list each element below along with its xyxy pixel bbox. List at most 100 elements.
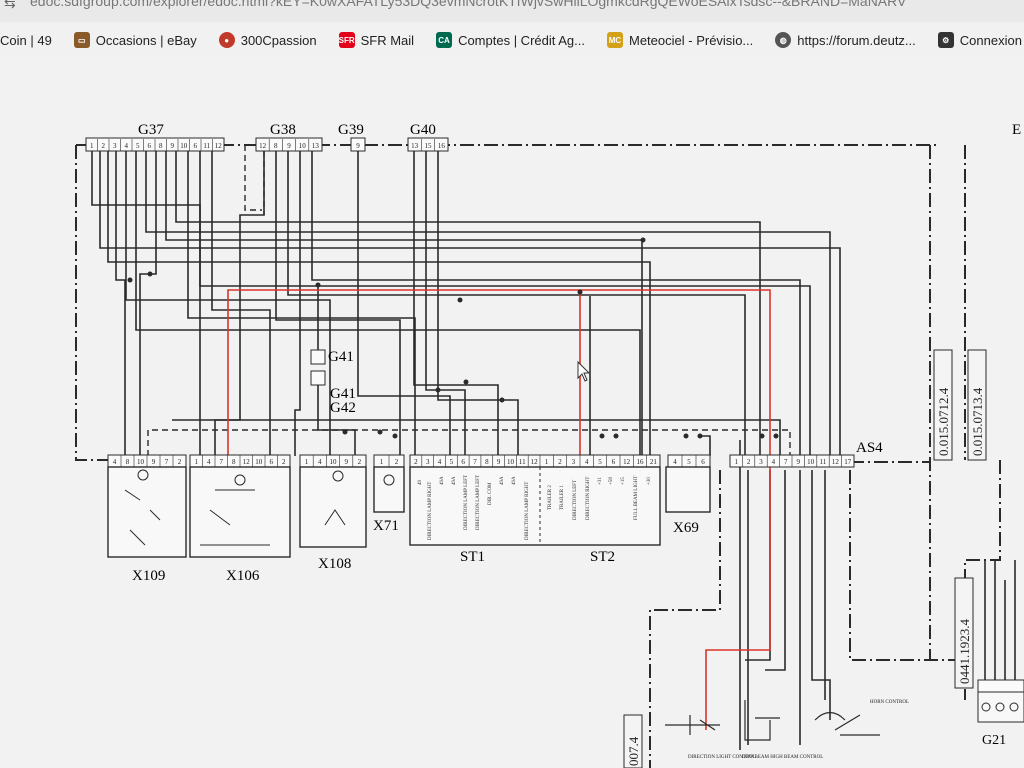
g38-pin: 10 [299, 142, 307, 150]
g37-pin: 6 [148, 142, 152, 150]
reference-numbers: 0.015.0712.4 0.015.0713.4 0441.1923.4 00… [623, 349, 987, 768]
bookmark-label: Meteociel - Prévisio... [629, 32, 754, 48]
x71-pin: 1 [380, 458, 384, 466]
connector-g38: G38 [255, 122, 323, 152]
x106-pin: 2 [282, 458, 286, 466]
g37-pin: 2 [102, 142, 106, 150]
right-edge-label: E [1012, 122, 1021, 138]
ref-number: 0.015.0713.4 [970, 387, 985, 456]
bookmark-forum-deutz[interactable]: ◍ https://forum.deutz... [775, 32, 916, 48]
g40-pin: 16 [438, 142, 446, 150]
st2-pin-label: DIRECTION LEFT [573, 480, 578, 520]
st1-pin-label: DIRECTION LAMP LEFT [464, 475, 469, 530]
g37-pin: 5 [136, 142, 140, 150]
ref-number: 007.4 [626, 736, 641, 766]
st1-pin: 7 [473, 458, 477, 466]
st1-pin: 6 [461, 458, 465, 466]
as4-pin: 12 [832, 458, 840, 466]
module-label: X109 [132, 568, 165, 584]
g37-pin: 4 [125, 142, 129, 150]
g37-pin: 3 [113, 142, 117, 150]
x109-pin: 4 [113, 458, 117, 466]
x108-pin: 10 [330, 458, 338, 466]
bookmark-300cpassion[interactable]: ● 300Cpassion [218, 32, 317, 48]
module-label: X106 [226, 568, 260, 584]
module-label: X108 [318, 556, 351, 572]
st1-pin-label: 49 [418, 480, 423, 486]
connexion-icon: ⚙ [937, 32, 954, 48]
bookmark-meteociel[interactable]: MC Meteociel - Prévisio... [607, 32, 753, 48]
st2-label: ST2 [590, 549, 615, 565]
g42-label: G42 [330, 400, 356, 416]
as4-pin: 17 [844, 458, 852, 466]
as4-pin: 3 [759, 458, 763, 466]
bottom-label-horn: HORN CONTROL [870, 700, 909, 705]
connector-g21: G21 [977, 679, 1024, 748]
x108-pin: 2 [358, 458, 362, 466]
g40-pin: 13 [411, 142, 419, 150]
st2-pin-label: +15 [621, 477, 626, 485]
300c-icon: ● [218, 32, 235, 48]
bookmark-credit-agricole[interactable]: CA Comptes | Crédit Ag... [436, 32, 585, 48]
as4-pin: 4 [772, 458, 776, 466]
st1-pin-label: 49A [500, 476, 505, 485]
url-text: edoc.sdfgroup.com/explorer/edoc.html?kEY… [30, 0, 907, 9]
x106-pin: 10 [255, 458, 263, 466]
st1-pin: 2 [414, 458, 418, 466]
st2-pin: 1 [545, 458, 549, 466]
site-info-icon[interactable]: ⇆ [4, 0, 16, 11]
g37-pin: 9 [171, 142, 175, 150]
st1-pin: 8 [485, 458, 489, 466]
g37-pin: 10 [180, 142, 188, 150]
as4-pin: 1 [734, 458, 738, 466]
connector-label: G40 [410, 122, 436, 138]
g38-pin: 8 [274, 142, 278, 150]
st2-pin-label: TRAILER 1 [560, 485, 565, 510]
x109-pin: 2 [178, 458, 182, 466]
bottom-label-lowbeam: LOW BEAM HIGH BEAM CONTROL [742, 755, 823, 760]
g37-pin: 12 [215, 142, 223, 150]
st1-pin: 3 [426, 458, 430, 466]
address-bar[interactable]: ⇆ edoc.sdfgroup.com/explorer/edoc.html?k… [0, 0, 1024, 22]
st1-pin-label: 49A [440, 476, 445, 485]
as4-pin: 11 [820, 458, 827, 466]
g37-pin: 11 [203, 142, 210, 150]
st2-pin-label: DIRECTION RIGHT [586, 477, 591, 520]
st1-pin: 4 [438, 458, 442, 466]
connector-label: G39 [338, 122, 364, 138]
st2-pin-label: FULL BEAM LIGHT [634, 476, 639, 520]
g37-pin: 6 [194, 142, 198, 150]
x109-pin: 8 [126, 458, 130, 466]
module-x108: X108 [299, 454, 367, 572]
st1-pin: 12 [531, 458, 539, 466]
globe-icon: ◍ [775, 32, 792, 48]
x71-pin: 2 [395, 458, 399, 466]
bookmark-ebay[interactable]: ▭ Occasions | eBay [73, 32, 197, 48]
bookmark-label: Coin | 49 [0, 32, 52, 48]
bookmark-connexion[interactable]: ⚙ Connexion [937, 32, 1022, 48]
st2-pin: 2 [558, 458, 562, 466]
st1-pin-label: DIRECTION LAMP RIGHT [428, 482, 433, 540]
st2-pin: 5 [598, 458, 602, 466]
x109-pin: 9 [152, 458, 156, 466]
st2-pin: 6 [612, 458, 616, 466]
mouse-cursor-icon [577, 360, 591, 382]
x69-pin: 4 [673, 458, 677, 466]
st1-pin-label: DIRECTION LAMP LEFT [476, 475, 481, 530]
bookmark-sfr-mail[interactable]: SFR SFR Mail [338, 32, 414, 48]
module-x69: X69 [665, 454, 711, 536]
st2-pin: 3 [572, 458, 576, 466]
connector-label: G37 [138, 122, 164, 138]
ebay-bag-icon: ▭ [73, 32, 90, 48]
g41-label-second: G41 [330, 386, 356, 402]
st1-pin-label: DIRECTION LAMP RIGHT [525, 482, 530, 540]
g39-pin: 9 [356, 142, 360, 150]
st1-pin-label: 49A [452, 476, 457, 485]
document-viewport[interactable]: G37 G38 G39 G40 [0, 58, 1024, 768]
g41-label: G41 [328, 349, 354, 365]
module-x106: X106 [189, 454, 291, 584]
bookmark-coin[interactable]: Coin | 49 [0, 33, 52, 48]
bookmark-label: https://forum.deutz... [797, 32, 916, 48]
x106-pin: 8 [232, 458, 236, 466]
